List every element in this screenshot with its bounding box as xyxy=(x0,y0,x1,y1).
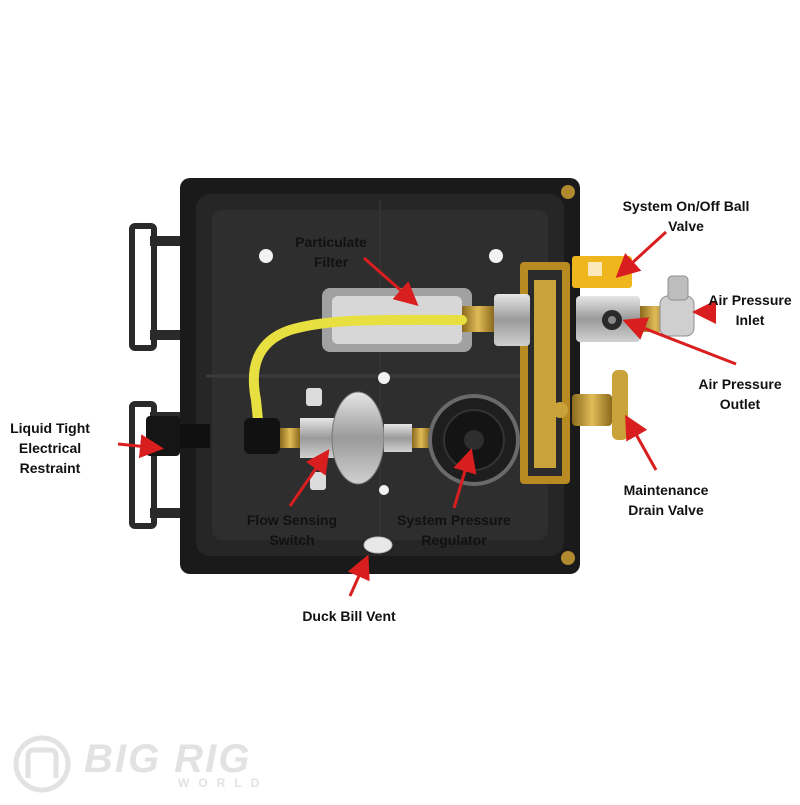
arrow-liquid-tight xyxy=(117,434,164,459)
brass-bracket xyxy=(520,262,570,484)
arrow-particulate-filter xyxy=(363,256,419,306)
label-flow-switch-line2: Switch xyxy=(269,532,315,548)
label-particulate-filter: Particulate Filter xyxy=(276,232,386,272)
callout-arrows xyxy=(117,230,737,597)
system-pressure-regulator xyxy=(428,394,520,486)
label-air-inlet-line1: Air Pressure xyxy=(708,292,792,308)
big-rig-world-logo-icon xyxy=(13,735,71,793)
enclosure-handles xyxy=(129,223,182,529)
label-flow-switch: Flow Sensing Switch xyxy=(236,510,348,550)
label-pressure-regulator: System Pressure Regulator xyxy=(384,510,524,550)
label-pressure-regulator-line1: System Pressure xyxy=(397,512,511,528)
label-air-outlet-line1: Air Pressure xyxy=(698,376,782,392)
label-particulate-filter-line2: Filter xyxy=(313,254,349,270)
label-liquid-tight-line3: Restraint xyxy=(19,460,81,476)
air-tubing xyxy=(248,314,467,425)
drain-valve xyxy=(552,370,628,440)
label-liquid-tight: Liquid Tight Electrical Restraint xyxy=(0,418,100,478)
label-air-outlet-line2: Outlet xyxy=(719,396,761,412)
label-drain-valve-line1: Maintenance xyxy=(623,482,709,498)
label-duck-bill-line1: Duck Bill Vent xyxy=(302,608,396,624)
logo-main-text: BIG RIG xyxy=(84,737,252,781)
air-inlet-fitting xyxy=(640,275,695,337)
arrow-drain-valve xyxy=(625,414,658,471)
label-air-inlet-line2: Inlet xyxy=(735,312,765,328)
label-liquid-tight-line2: Electrical xyxy=(18,440,82,456)
label-duck-bill: Duck Bill Vent xyxy=(284,606,414,626)
label-ball-valve: System On/Off Ball Valve xyxy=(596,196,776,236)
arrow-pressure-regulator xyxy=(452,448,477,509)
flow-sensing-switch xyxy=(280,388,430,490)
ball-valve xyxy=(572,256,640,342)
duck-bill-vent xyxy=(363,536,393,554)
label-particulate-filter-line1: Particulate xyxy=(295,234,367,250)
tube-elbow xyxy=(244,418,280,454)
label-pressure-regulator-line2: Regulator xyxy=(421,532,487,548)
arrow-ball-valve xyxy=(615,230,668,279)
particulate-filter xyxy=(322,288,530,352)
logo-sub-text: WORLD xyxy=(178,776,269,790)
label-air-outlet: Air Pressure Outlet xyxy=(688,374,792,414)
label-flow-switch-line1: Flow Sensing xyxy=(246,512,338,528)
label-drain-valve-line2: Drain Valve xyxy=(628,502,704,518)
arrow-air-outlet xyxy=(622,317,737,366)
label-drain-valve: Maintenance Drain Valve xyxy=(606,480,726,520)
arrow-flow-switch xyxy=(288,449,330,507)
arrow-duck-bill xyxy=(347,554,370,597)
label-air-inlet: Air Pressure Inlet xyxy=(700,290,800,330)
label-ball-valve-line1: System On/Off Ball xyxy=(622,198,750,214)
label-ball-valve-line2: Valve xyxy=(668,218,704,234)
label-liquid-tight-line1: Liquid Tight xyxy=(10,420,90,436)
